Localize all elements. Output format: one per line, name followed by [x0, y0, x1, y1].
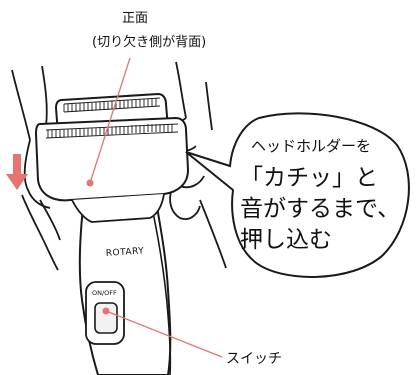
switch-label: スイッチ: [226, 351, 282, 367]
switch-leader-line: [105, 310, 223, 358]
leader-lines: [89, 57, 223, 358]
arrow-down-icon: [6, 154, 28, 190]
power-switch-label: ON/OFF: [92, 289, 117, 297]
callout-line-4: 押し込む: [240, 227, 332, 253]
brand-text: ROTARY: [106, 246, 145, 259]
front-label: 正面: [122, 11, 148, 26]
front-sublabel: (切り欠き側が背面): [92, 34, 206, 50]
foil-ridges: [45, 97, 179, 139]
shaver-head: [34, 92, 190, 223]
hands: [11, 61, 227, 271]
front-leader-line: [89, 57, 131, 184]
callout-line-2: 「カチッ」と: [240, 165, 378, 191]
callout-bubble: [185, 112, 410, 278]
callout-line-3: 音がするまで、: [240, 196, 400, 222]
callout-line-1: ヘッドホルダーを: [251, 137, 371, 155]
